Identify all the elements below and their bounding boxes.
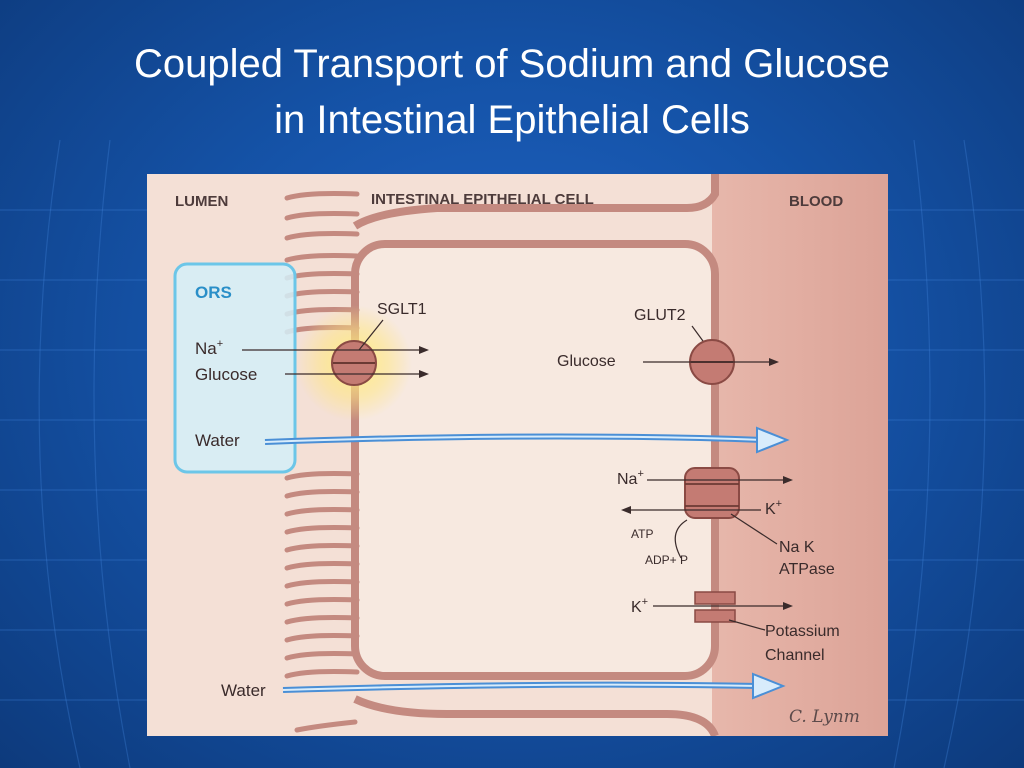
sglt1-leader xyxy=(358,319,384,351)
atpase-label-2: ATPase xyxy=(779,561,835,578)
sglt1-label: SGLT1 xyxy=(377,301,427,318)
glut2-glucose-label: Glucose xyxy=(557,353,616,370)
artist-signature: C. Lynm xyxy=(789,707,860,727)
k-channel-k-label: K+ xyxy=(631,596,648,616)
atp-label: ATP xyxy=(631,527,653,541)
k-channel-top xyxy=(694,591,736,605)
bottom-water-label: Water xyxy=(221,681,266,700)
glut2-glucose-arrowhead xyxy=(769,358,779,366)
water-arrowhead-bottom xyxy=(752,672,786,700)
na-arrowhead-sglt1 xyxy=(419,346,429,354)
k-channel-leader xyxy=(728,619,766,631)
title-line-2: in Intestinal Epithelial Cells xyxy=(274,98,750,142)
k-channel-label-2: Channel xyxy=(765,647,825,664)
epithelial-cell xyxy=(351,240,719,680)
atpase-label-1: Na K xyxy=(779,539,815,556)
lumen-label: LUMEN xyxy=(175,193,228,210)
cell-label: INTESTINAL EPITHELIAL CELL xyxy=(371,191,594,208)
slide-title: Coupled Transport of Sodium and Glucose … xyxy=(0,36,1024,148)
atpase-k-arrowhead xyxy=(621,506,631,514)
ors-box xyxy=(173,262,297,474)
atpase-k-label: K+ xyxy=(765,498,782,518)
atp-curve xyxy=(674,519,688,559)
ors-glucose-label: Glucose xyxy=(195,365,257,384)
atpase-na-arrowhead xyxy=(783,476,793,484)
microvilli-lower xyxy=(294,719,358,733)
atpase-leader xyxy=(730,513,778,545)
k-channel-bottom xyxy=(694,609,736,623)
glucose-arrowhead-sglt1 xyxy=(419,370,429,378)
title-line-1: Coupled Transport of Sodium and Glucose xyxy=(134,42,890,86)
glut2-label: GLUT2 xyxy=(634,307,686,324)
blood-region xyxy=(712,174,888,736)
atpase-na-label: Na+ xyxy=(617,468,644,488)
ors-water-label: Water xyxy=(195,431,240,450)
transport-diagram: LUMEN INTESTINAL EPITHELIAL CELL BLOOD O… xyxy=(147,174,888,736)
diagram-canvas: LUMEN INTESTINAL EPITHELIAL CELL BLOOD O… xyxy=(147,174,888,736)
ors-na-label: Na+ xyxy=(195,338,223,358)
upper-cell-membrane xyxy=(352,174,719,230)
k-channel-arrowhead xyxy=(783,602,793,610)
lower-cell-membrane xyxy=(353,695,719,736)
k-channel-label-1: Potassium xyxy=(765,623,840,640)
ors-title: ORS xyxy=(195,283,232,302)
blood-label: BLOOD xyxy=(789,193,843,210)
water-arrowhead-top xyxy=(756,426,790,454)
adp-label: ADP+ P xyxy=(645,553,688,567)
